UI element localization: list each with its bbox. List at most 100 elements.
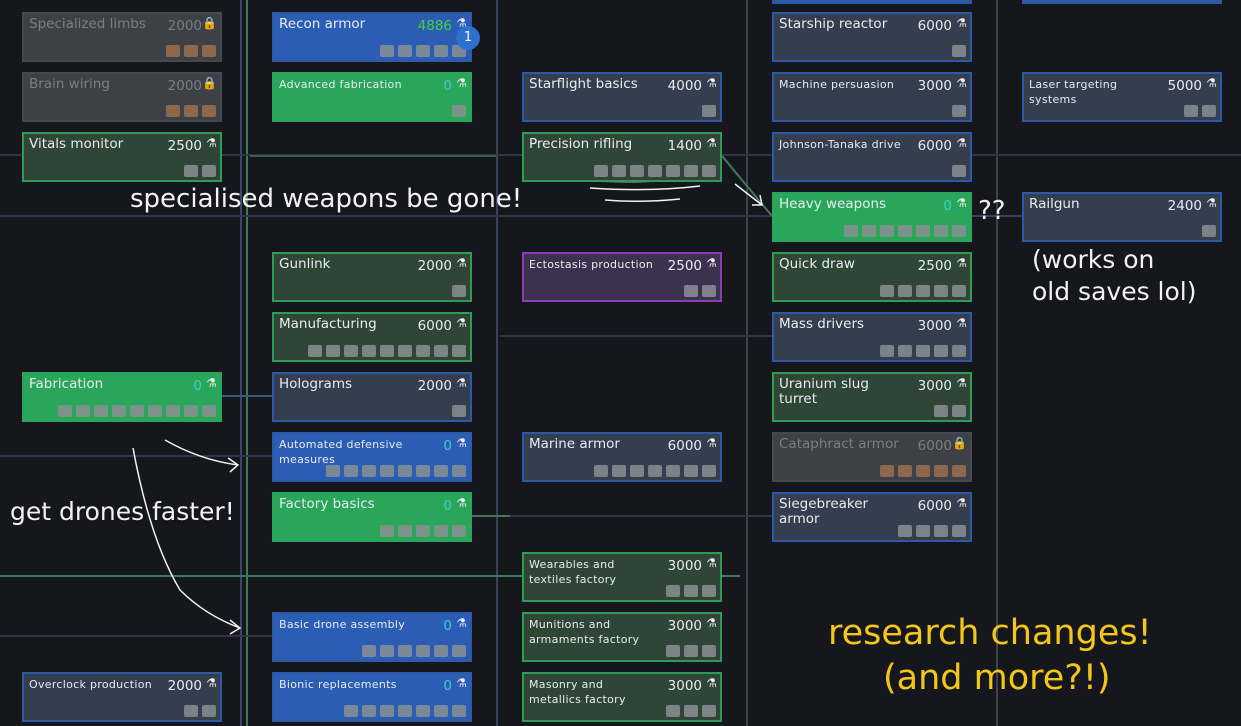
unlock-item-icon[interactable] — [666, 165, 680, 177]
unlock-item-icon[interactable] — [166, 105, 180, 117]
unlock-item-icon[interactable] — [630, 165, 644, 177]
unlock-item-icon[interactable] — [648, 465, 662, 477]
unlock-item-icon[interactable] — [416, 525, 430, 537]
unlock-item-icon[interactable] — [416, 465, 430, 477]
unlock-item-icon[interactable] — [148, 405, 162, 417]
unlock-item-icon[interactable] — [326, 465, 340, 477]
unlock-item-icon[interactable] — [952, 105, 966, 117]
unlock-item-icon[interactable] — [416, 45, 430, 57]
unlock-item-icon[interactable] — [952, 345, 966, 357]
unlock-item-icon[interactable] — [898, 285, 912, 297]
unlock-item-icon[interactable] — [934, 345, 948, 357]
unlock-item-icon[interactable] — [166, 45, 180, 57]
unlock-item-icon[interactable] — [380, 705, 394, 717]
unlock-item-icon[interactable] — [666, 585, 680, 597]
unlock-item-icon[interactable] — [434, 45, 448, 57]
unlock-item-icon[interactable] — [702, 105, 716, 117]
unlock-item-icon[interactable] — [880, 225, 894, 237]
unlock-item-icon[interactable] — [452, 645, 466, 657]
unlock-item-icon[interactable] — [666, 645, 680, 657]
unlock-item-icon[interactable] — [452, 405, 466, 417]
unlock-item-icon[interactable] — [326, 345, 340, 357]
unlock-item-icon[interactable] — [202, 45, 216, 57]
unlock-item-icon[interactable] — [1184, 105, 1198, 117]
unlock-item-icon[interactable] — [398, 465, 412, 477]
unlock-item-icon[interactable] — [880, 345, 894, 357]
unlock-item-icon[interactable] — [344, 465, 358, 477]
unlock-item-icon[interactable] — [880, 465, 894, 477]
unlock-item-icon[interactable] — [594, 465, 608, 477]
unlock-item-icon[interactable] — [612, 465, 626, 477]
unlock-item-icon[interactable] — [184, 105, 198, 117]
unlock-item-icon[interactable] — [702, 705, 716, 717]
unlock-item-icon[interactable] — [916, 465, 930, 477]
unlock-item-icon[interactable] — [362, 645, 376, 657]
unlock-item-icon[interactable] — [684, 285, 698, 297]
unlock-item-icon[interactable] — [702, 645, 716, 657]
unlock-item-icon[interactable] — [344, 705, 358, 717]
unlock-item-icon[interactable] — [1202, 225, 1216, 237]
unlock-item-icon[interactable] — [434, 465, 448, 477]
unlock-item-icon[interactable] — [130, 405, 144, 417]
unlock-item-icon[interactable] — [380, 525, 394, 537]
unlock-item-icon[interactable] — [684, 585, 698, 597]
unlock-item-icon[interactable] — [952, 165, 966, 177]
unlock-item-icon[interactable] — [452, 705, 466, 717]
unlock-item-icon[interactable] — [398, 705, 412, 717]
unlock-item-icon[interactable] — [844, 225, 858, 237]
unlock-item-icon[interactable] — [398, 45, 412, 57]
unlock-item-icon[interactable] — [452, 465, 466, 477]
unlock-item-icon[interactable] — [94, 405, 108, 417]
unlock-item-icon[interactable] — [452, 285, 466, 297]
unlock-item-icon[interactable] — [202, 105, 216, 117]
unlock-item-icon[interactable] — [202, 405, 216, 417]
unlock-item-icon[interactable] — [666, 465, 680, 477]
unlock-item-icon[interactable] — [934, 285, 948, 297]
unlock-item-icon[interactable] — [1202, 105, 1216, 117]
unlock-item-icon[interactable] — [684, 165, 698, 177]
unlock-item-icon[interactable] — [398, 645, 412, 657]
unlock-item-icon[interactable] — [934, 225, 948, 237]
unlock-item-icon[interactable] — [416, 705, 430, 717]
unlock-item-icon[interactable] — [916, 525, 930, 537]
unlock-item-icon[interactable] — [362, 345, 376, 357]
unlock-item-icon[interactable] — [380, 645, 394, 657]
unlock-item-icon[interactable] — [702, 165, 716, 177]
unlock-item-icon[interactable] — [612, 165, 626, 177]
unlock-item-icon[interactable] — [702, 285, 716, 297]
unlock-item-icon[interactable] — [308, 345, 322, 357]
unlock-item-icon[interactable] — [952, 525, 966, 537]
unlock-item-icon[interactable] — [862, 225, 876, 237]
unlock-item-icon[interactable] — [202, 705, 216, 717]
unlock-item-icon[interactable] — [112, 405, 126, 417]
unlock-item-icon[interactable] — [184, 45, 198, 57]
unlock-item-icon[interactable] — [58, 405, 72, 417]
unlock-item-icon[interactable] — [684, 645, 698, 657]
unlock-item-icon[interactable] — [166, 405, 180, 417]
unlock-item-icon[interactable] — [898, 225, 912, 237]
unlock-item-icon[interactable] — [434, 525, 448, 537]
unlock-item-icon[interactable] — [952, 465, 966, 477]
unlock-item-icon[interactable] — [398, 345, 412, 357]
unlock-item-icon[interactable] — [898, 345, 912, 357]
